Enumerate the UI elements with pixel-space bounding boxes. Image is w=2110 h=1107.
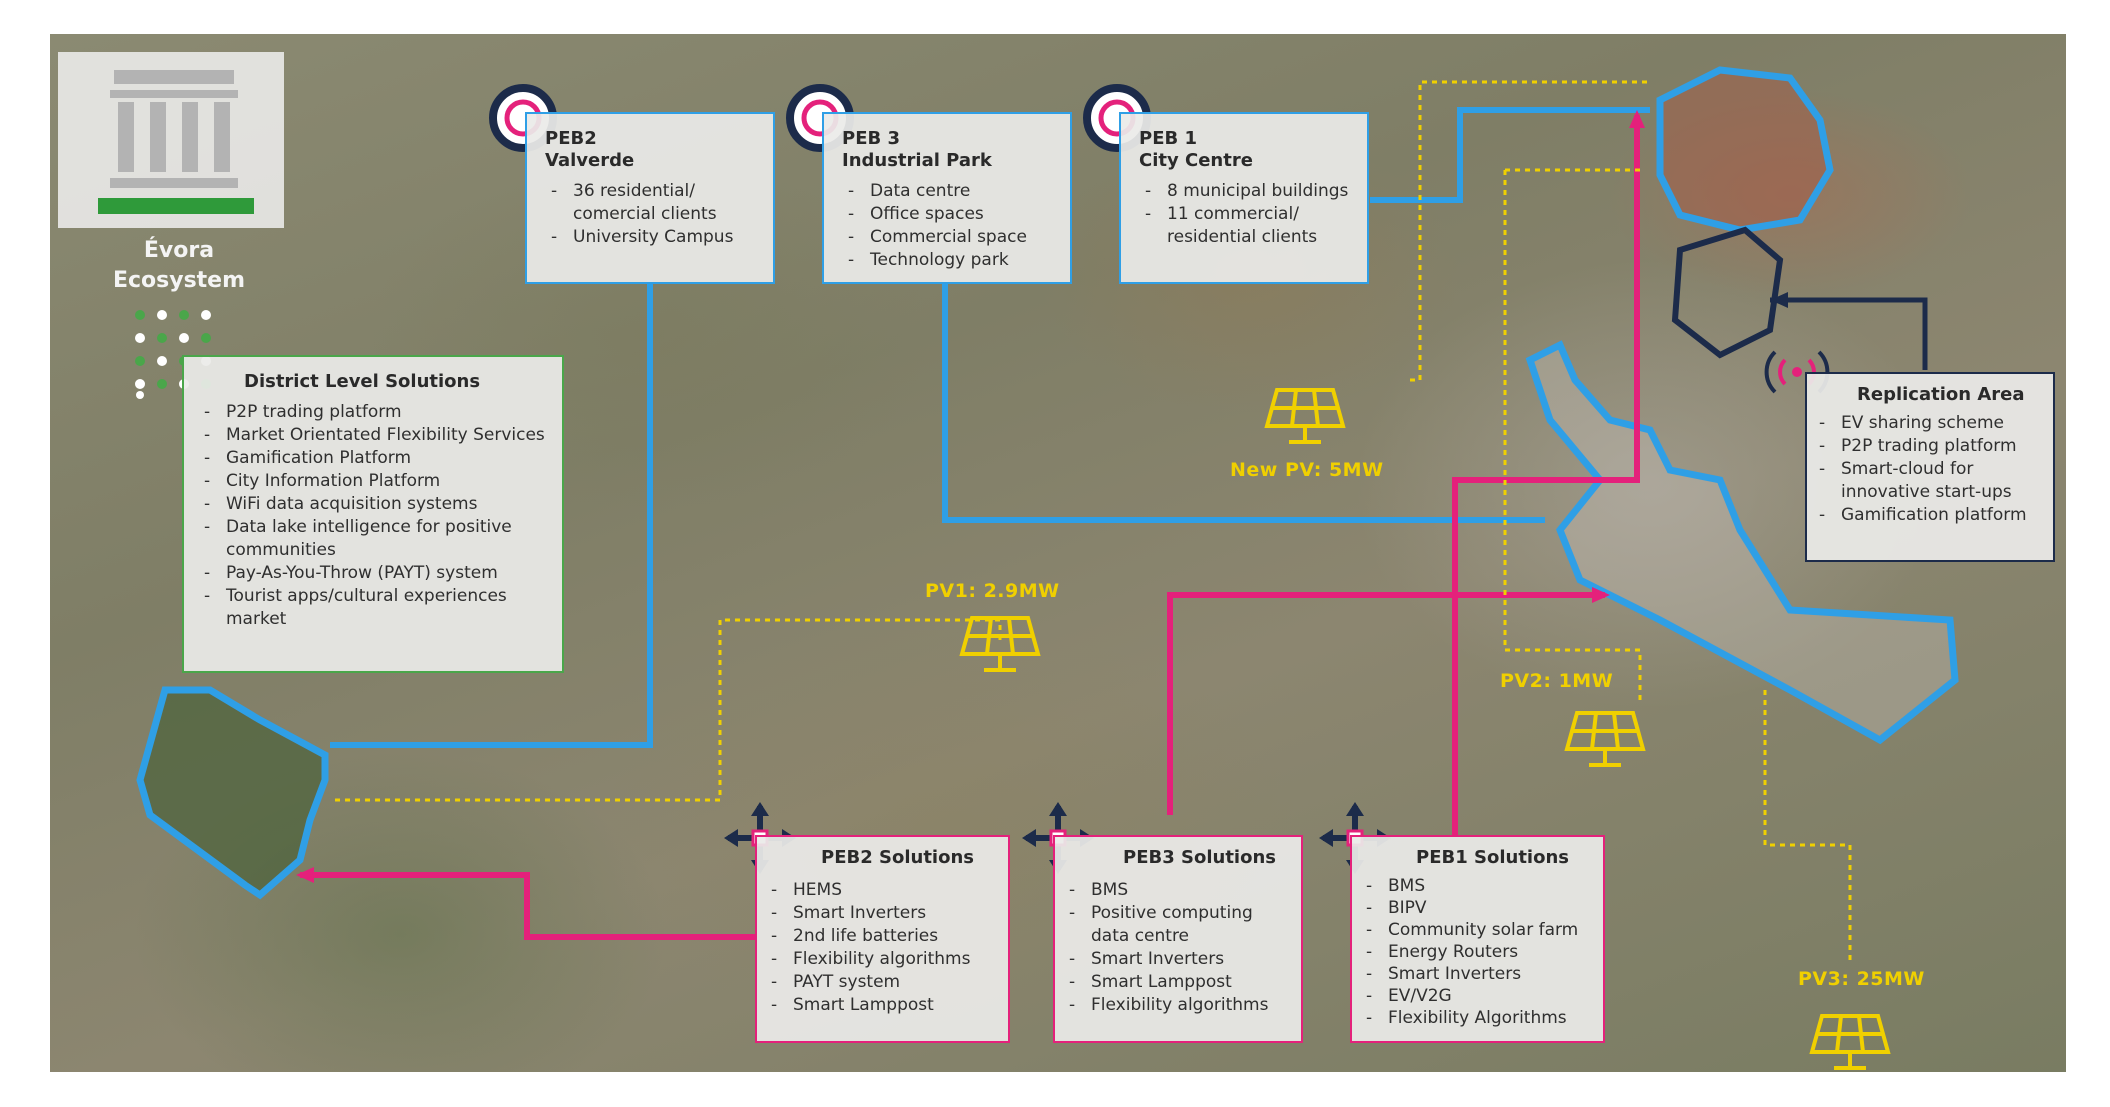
list-item: Gamification Platform — [198, 447, 550, 470]
newpv-dotted-line — [1410, 80, 1650, 382]
pv2-label: PV2: 1MW — [1500, 670, 1614, 692]
list-item: Smart Lamppost — [765, 994, 1000, 1017]
replication-list: EV sharing scheme P2P trading platform S… — [1813, 412, 2043, 527]
valverde-area — [136, 686, 329, 900]
peb1-solutions-box: PEB1 Solutions BMS BIPV Community solar … — [1350, 835, 1605, 1043]
district-solutions-list: P2P trading platform Market Orientated F… — [198, 401, 550, 631]
list-item: Office spaces — [842, 203, 1060, 226]
list-item: Commercial space — [842, 226, 1060, 249]
list-item: Community solar farm — [1360, 919, 1597, 941]
list-item: EV sharing scheme — [1813, 412, 2043, 435]
list-item: Data lake intelligence for positive comm… — [198, 516, 550, 562]
solar-panel-icon — [1564, 711, 1646, 767]
replication-area-outline — [1671, 226, 1784, 359]
list-item: Positive computing data centre — [1063, 902, 1293, 948]
solar-panel-icon — [959, 616, 1041, 672]
list-item: Energy Routers — [1360, 941, 1597, 963]
peb3-pink-line — [1167, 592, 1605, 815]
list-item: P2P trading platform — [198, 401, 550, 424]
list-item: 36 residential/ comercial clients — [545, 180, 763, 226]
solar-panel-icon — [1809, 1014, 1891, 1070]
peb3-blue-line — [942, 280, 1545, 523]
list-item: Pay-As-You-Throw (PAYT) system — [198, 562, 550, 585]
replication-box: Replication Area EV sharing scheme P2P t… — [1805, 372, 2055, 562]
peb2-solutions-list: HEMS Smart Inverters 2nd life batteries … — [765, 879, 1000, 1017]
list-item: BIPV — [1360, 897, 1597, 919]
peb2-box: PEB2 Valverde 36 residential/ comercial … — [525, 112, 775, 284]
pv1-dotted-line — [335, 618, 1002, 802]
list-item: 11 commercial/ residential clients — [1139, 203, 1357, 249]
peb1-blue-line — [1370, 107, 1650, 203]
list-item: Flexibility algorithms — [765, 948, 1000, 971]
pv2-dotted-line — [1503, 170, 1642, 700]
newpv-label: New PV: 5MW — [1230, 459, 1384, 481]
list-item: Tourist apps/cultural experiences market — [198, 585, 550, 631]
evora-logo — [58, 52, 284, 228]
peb1-title: PEB 1 — [1139, 128, 1197, 149]
list-item: P2P trading platform — [1813, 435, 2043, 458]
list-item: PAYT system — [765, 971, 1000, 994]
list-item: City Information Platform — [198, 470, 550, 493]
peb3-subtitle: Industrial Park — [842, 150, 992, 171]
list-item: Smart Lamppost — [1063, 971, 1293, 994]
list-item: BMS — [1063, 879, 1293, 902]
list-item: University Campus — [545, 226, 763, 249]
peb2-blue-line — [330, 280, 653, 748]
list-item: HEMS — [765, 879, 1000, 902]
list-item: Technology park — [842, 249, 1060, 272]
peb1-pink-line — [1452, 115, 1640, 835]
peb3-solutions-title: PEB3 Solutions — [1123, 847, 1276, 868]
list-item: WiFi data acquisition systems — [198, 493, 550, 516]
replication-title: Replication Area — [1857, 384, 2025, 405]
city-centre-area — [1656, 66, 1834, 234]
peb2-list: 36 residential/ comercial clients Univer… — [545, 180, 763, 249]
peb3-solutions-list: BMS Positive computing data centre Smart… — [1063, 879, 1293, 1017]
district-solutions-box: District Level Solutions P2P trading pla… — [182, 355, 564, 673]
peb2-solutions-box: PEB2 Solutions HEMS Smart Inverters 2nd … — [755, 835, 1010, 1043]
peb2-title: PEB2 — [545, 128, 597, 149]
solar-panel-icon — [1264, 388, 1346, 444]
peb2-pink-line — [300, 872, 755, 940]
peb1-solutions-title: PEB1 Solutions — [1416, 847, 1569, 868]
pv3-dotted-line — [1763, 690, 1852, 960]
list-item: Gamification platform — [1813, 504, 2043, 527]
peb3-box: PEB 3 Industrial Park Data centre Office… — [822, 112, 1072, 284]
ecosystem-title: Évora Ecosystem — [112, 238, 246, 293]
list-item: EV/V2G — [1360, 985, 1597, 1007]
list-item: Smart Inverters — [1063, 948, 1293, 971]
peb1-box: PEB 1 City Centre 8 municipal buildings … — [1119, 112, 1369, 284]
district-solutions-title: District Level Solutions — [244, 371, 481, 392]
peb3-solutions-box: PEB3 Solutions BMS Positive computing da… — [1053, 835, 1303, 1043]
replication-navy-line — [1770, 297, 1928, 370]
peb3-list: Data centre Office spaces Commercial spa… — [842, 180, 1060, 272]
list-item: 2nd life batteries — [765, 925, 1000, 948]
list-item: Flexibility Algorithms — [1360, 1007, 1597, 1029]
peb3-title: PEB 3 — [842, 128, 900, 149]
list-item: Flexibility algorithms — [1063, 994, 1293, 1017]
list-item: 8 municipal buildings — [1139, 180, 1357, 203]
list-item: Smart Inverters — [765, 902, 1000, 925]
peb1-list: 8 municipal buildings 11 commercial/ res… — [1139, 180, 1357, 249]
list-item: Smart-cloud for innovative start-ups — [1813, 458, 2043, 504]
list-item: Data centre — [842, 180, 1060, 203]
pv3-label: PV3: 25MW — [1798, 968, 1925, 990]
peb2-solutions-title: PEB2 Solutions — [821, 847, 974, 868]
peb1-solutions-list: BMS BIPV Community solar farm Energy Rou… — [1360, 875, 1597, 1029]
pv1-label: PV1: 2.9MW — [925, 580, 1060, 602]
list-item: Market Orientated Flexibility Services — [198, 424, 550, 447]
list-item: BMS — [1360, 875, 1597, 897]
peb1-subtitle: City Centre — [1139, 150, 1253, 171]
peb2-subtitle: Valverde — [545, 150, 635, 171]
list-item: Smart Inverters — [1360, 963, 1597, 985]
